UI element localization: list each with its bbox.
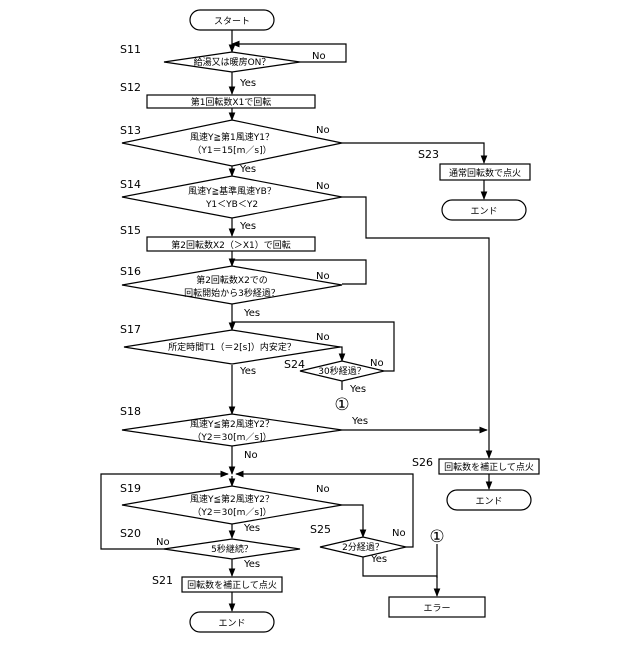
process-s21: 回転数を補正して点火 [182, 577, 282, 592]
svg-text:S11: S11 [120, 43, 141, 56]
svg-text:No: No [316, 125, 330, 136]
svg-text:S15: S15 [120, 224, 141, 237]
svg-text:（Y2＝30[m／s]）: （Y2＝30[m／s]） [192, 507, 271, 518]
svg-text:5秒継続？: 5秒継続？ [211, 543, 253, 555]
svg-text:S16: S16 [120, 265, 141, 278]
svg-text:Y1＜YB＜Y2: Y1＜YB＜Y2 [205, 200, 258, 210]
svg-text:S26: S26 [412, 456, 433, 469]
svg-text:Yes: Yes [239, 366, 256, 377]
decision-s13: 風速Y≧第1風速Y1？ （Y1＝15[m／s]） [122, 120, 342, 166]
svg-text:所定時間T1（＝2[s]）内安定？: 所定時間T1（＝2[s]）内安定？ [168, 341, 296, 353]
end-terminal-s26: エンド [447, 490, 531, 510]
svg-text:エンド: エンド [218, 619, 245, 629]
svg-text:Yes: Yes [243, 308, 260, 319]
svg-text:S21: S21 [152, 574, 173, 587]
svg-text:No: No [312, 51, 326, 62]
svg-text:No: No [370, 358, 384, 369]
decision-s20: 5秒継続？ [164, 539, 300, 559]
svg-text:回転数を補正して点火: 回転数を補正して点火 [187, 579, 277, 591]
svg-text:No: No [392, 528, 406, 539]
connector-1-from-s24: ① [334, 395, 349, 415]
svg-text:2分経過？: 2分経過？ [342, 541, 384, 553]
svg-text:No: No [316, 271, 330, 282]
process-error: エラー [389, 597, 485, 617]
svg-text:Yes: Yes [351, 416, 368, 427]
svg-text:通常回転数で点火: 通常回転数で点火 [449, 167, 521, 179]
svg-text:S13: S13 [120, 124, 141, 137]
svg-text:No: No [316, 181, 330, 192]
svg-text:Yes: Yes [370, 554, 387, 565]
svg-text:（Y1＝15[m／s]）: （Y1＝15[m／s]） [192, 145, 271, 156]
svg-text:風速Y≧基準風速YB？: 風速Y≧基準風速YB？ [188, 185, 276, 197]
svg-text:S24: S24 [284, 358, 305, 371]
svg-text:Yes: Yes [349, 384, 366, 395]
svg-text:Yes: Yes [239, 78, 256, 89]
decision-s25: 2分経過？ [320, 537, 406, 557]
svg-text:風速Y≧第1風速Y1？: 風速Y≧第1風速Y1？ [190, 131, 274, 143]
svg-text:エラー: エラー [423, 603, 450, 614]
svg-text:第2回転数X2（＞X1）で回転: 第2回転数X2（＞X1）で回転 [171, 239, 291, 251]
connector-1-to-error: ① [429, 527, 444, 547]
end-terminal-s23: エンド [442, 200, 526, 220]
svg-text:S19: S19 [120, 482, 141, 495]
svg-text:（Y2＝30[m／s]）: （Y2＝30[m／s]） [192, 432, 271, 443]
process-s26: 回転数を補正して点火 [439, 459, 539, 474]
decision-s11: 給湯又は暖房ON？ [164, 52, 300, 72]
svg-text:給湯又は暖房ON？: 給湯又は暖房ON？ [194, 56, 271, 68]
decision-s14: 風速Y≧基準風速YB？ Y1＜YB＜Y2 [122, 176, 342, 218]
svg-text:No: No [316, 484, 330, 495]
flow-lines [101, 30, 489, 611]
decision-s18: 風速Y≦第2風速Y2？ （Y2＝30[m／s]） [122, 414, 342, 446]
svg-text:Yes: Yes [243, 559, 260, 570]
svg-text:第1回転数X1で回転: 第1回転数X1で回転 [191, 96, 272, 108]
start-terminal: スタート [190, 10, 274, 30]
decision-s17: 所定時間T1（＝2[s]）内安定？ [124, 330, 340, 364]
svg-text:S12: S12 [120, 81, 141, 94]
svg-text:S23: S23 [418, 148, 439, 161]
svg-text:S18: S18 [120, 405, 141, 418]
process-s12: 第1回転数X1で回転 [147, 95, 315, 108]
decision-s16: 第2回転数X2での 回転開始から3秒経過？ [122, 266, 342, 304]
svg-text:Yes: Yes [239, 221, 256, 232]
svg-text:30秒経過？: 30秒経過？ [318, 365, 365, 377]
svg-text:S14: S14 [120, 178, 141, 191]
svg-text:No: No [156, 537, 170, 548]
svg-text:回転開始から3秒経過？: 回転開始から3秒経過？ [184, 287, 280, 299]
svg-text:風速Y≦第2風速Y2？: 風速Y≦第2風速Y2？ [190, 493, 274, 505]
end-terminal-s21: エンド [190, 612, 274, 632]
svg-text:Yes: Yes [243, 523, 260, 534]
svg-text:風速Y≦第2風速Y2？: 風速Y≦第2風速Y2？ [190, 418, 274, 430]
svg-text:S25: S25 [310, 523, 331, 536]
svg-text:回転数を補正して点火: 回転数を補正して点火 [444, 461, 534, 473]
svg-text:エンド: エンド [470, 207, 497, 217]
decision-s19: 風速Y≦第2風速Y2？ （Y2＝30[m／s]） [122, 486, 342, 524]
svg-text:S20: S20 [120, 527, 141, 540]
svg-text:第2回転数X2での: 第2回転数X2での [196, 274, 268, 286]
svg-text:Yes: Yes [239, 164, 256, 175]
svg-text:スタート: スタート [214, 16, 250, 27]
process-s15: 第2回転数X2（＞X1）で回転 [147, 237, 315, 251]
svg-text:No: No [244, 450, 258, 461]
svg-text:No: No [316, 332, 330, 343]
svg-text:エンド: エンド [475, 497, 502, 507]
svg-text:S17: S17 [120, 323, 141, 336]
process-s23: 通常回転数で点火 [440, 164, 530, 180]
